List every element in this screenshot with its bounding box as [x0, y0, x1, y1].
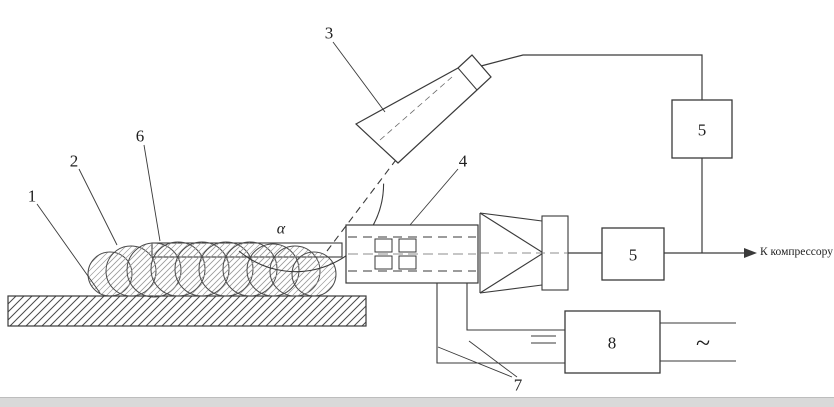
torch-cap-divider	[457, 67, 478, 91]
angle-arc-path	[238, 183, 385, 273]
to-compressor-label: К компрессору	[760, 246, 833, 258]
compressor-line	[664, 248, 757, 258]
gun-nozzle-cone	[479, 212, 569, 294]
wire-lower	[436, 283, 565, 364]
valve-box-top	[671, 99, 733, 159]
power-wires	[436, 283, 565, 364]
spray-torch	[354, 54, 492, 164]
gun-body	[345, 224, 479, 284]
angle-arc	[238, 183, 385, 273]
gun-electrode-block	[374, 255, 393, 270]
cone-top-edge	[479, 212, 543, 222]
power-source-label: 8	[608, 334, 617, 353]
gun-electrode-block	[398, 255, 417, 270]
callout-strip-label: 6	[136, 127, 145, 146]
bottom-bar	[0, 397, 834, 407]
valve-box-mid	[601, 227, 665, 281]
gun-electrode-block	[398, 238, 417, 253]
torch-air-line	[480, 54, 703, 100]
power-source-box	[564, 310, 661, 374]
valve-top-label: 5	[698, 121, 707, 140]
compressor-arrowhead-icon	[744, 248, 757, 258]
ac-symbol: ~	[696, 329, 710, 358]
gun-electrode-block	[374, 238, 393, 253]
leader-gun	[409, 168, 459, 226]
leader-torch	[332, 41, 386, 113]
torch-body	[354, 54, 492, 164]
leader-substrate	[36, 203, 101, 294]
spray-axis-line	[326, 94, 446, 252]
leader-lines	[36, 41, 518, 378]
valve-mid-label: 5	[629, 246, 638, 265]
leader-coating	[78, 168, 118, 246]
base-plate	[7, 295, 367, 327]
callout-wires-label: 7	[514, 376, 523, 395]
leader-strip	[143, 144, 161, 242]
base-plate-rect	[7, 295, 367, 327]
callout-torch-label: 3	[325, 24, 334, 43]
leader-wires-b	[468, 340, 518, 378]
torch-centerline	[379, 76, 453, 141]
ac-supply-lines	[660, 322, 736, 362]
callout-substrate-label: 1	[28, 187, 37, 206]
callout-gun-label: 4	[459, 152, 468, 171]
cone-bottom-edge	[479, 284, 543, 294]
leader-wires-a	[437, 346, 513, 378]
wire-upper	[466, 283, 565, 331]
callout-coating-label: 2	[70, 152, 79, 171]
coating-bead	[87, 241, 337, 298]
bead-loop	[291, 251, 337, 297]
spray-angle-symbol: α	[277, 221, 286, 238]
